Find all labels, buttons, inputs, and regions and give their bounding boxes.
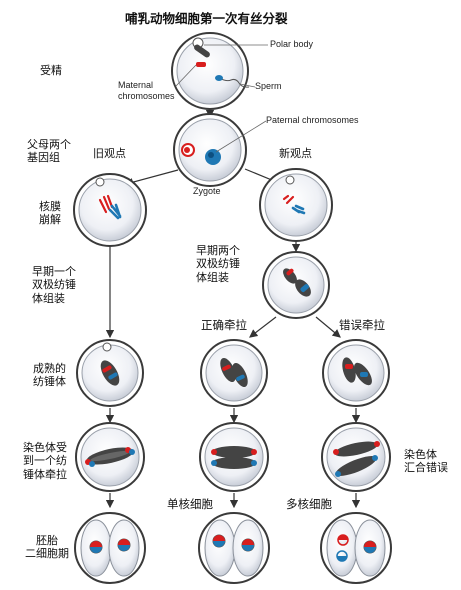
sperm-label: Sperm	[255, 81, 282, 91]
correct-pull-mature-cell	[200, 339, 268, 407]
new-view-breakdown-cell	[259, 168, 333, 242]
correct-pull-anaphase-cell	[199, 422, 269, 492]
paternal-chromosomes-label: Paternal chromosomes	[266, 115, 359, 125]
new-view-two-spindles-cell	[262, 251, 330, 319]
stage-misaggregation: 染色体 汇合错误	[404, 448, 448, 475]
stage-mature-spindle: 成熟的 纺锤体	[33, 362, 66, 389]
polar-body-label: Polar body	[270, 39, 314, 49]
diagram-title: 哺乳动物细胞第一次有丝分裂	[125, 11, 288, 26]
stage-early-one-spindle: 早期一个 双极纺锤 体组装	[32, 265, 76, 305]
maternal-chromosomes	[194, 44, 210, 58]
stage-nuclear-breakdown: 核膜 崩解	[39, 200, 61, 227]
maternal-chromosomes-label: Maternal chromosomes	[118, 80, 175, 101]
old-view-two-cell-embryo	[74, 512, 146, 584]
new-view-label: 新观点	[279, 147, 312, 160]
stage-parental-genomes: 父母两个 基因组	[27, 138, 71, 165]
stage-early-two-spindles: 早期两个 双极纺锤 体组装	[196, 244, 240, 284]
stage-fertilization: 受精	[40, 64, 62, 77]
branch-correct-label: 正确牵拉	[201, 318, 247, 332]
outcome-multinuclear: 多核细胞	[286, 497, 332, 511]
zygote-label: Zygote	[193, 186, 221, 196]
fertilization-cell	[171, 32, 250, 110]
zygote-cell	[173, 113, 247, 187]
old-view-pulled-cell	[75, 422, 145, 492]
wrong-pull-anaphase-cell	[321, 422, 391, 492]
old-view-label: 旧观点	[93, 147, 126, 160]
wrong-pull-mature-cell	[322, 339, 390, 407]
branch-wrong-label: 错误牵拉	[339, 318, 385, 332]
sperm-head	[215, 75, 223, 81]
stage-pulled-one-spindle: 染色体受 到一个纺 锤体牵拉	[23, 441, 67, 481]
outcome-mononuclear: 单核细胞	[167, 497, 213, 511]
stage-two-cell: 胚胎 二细胞期	[25, 534, 69, 561]
mononuclear-two-cell-embryo	[198, 512, 270, 584]
multinuclear-two-cell-embryo	[320, 512, 392, 584]
old-view-mature-spindle-cell	[76, 339, 144, 407]
old-view-breakdown-cell	[73, 173, 147, 247]
